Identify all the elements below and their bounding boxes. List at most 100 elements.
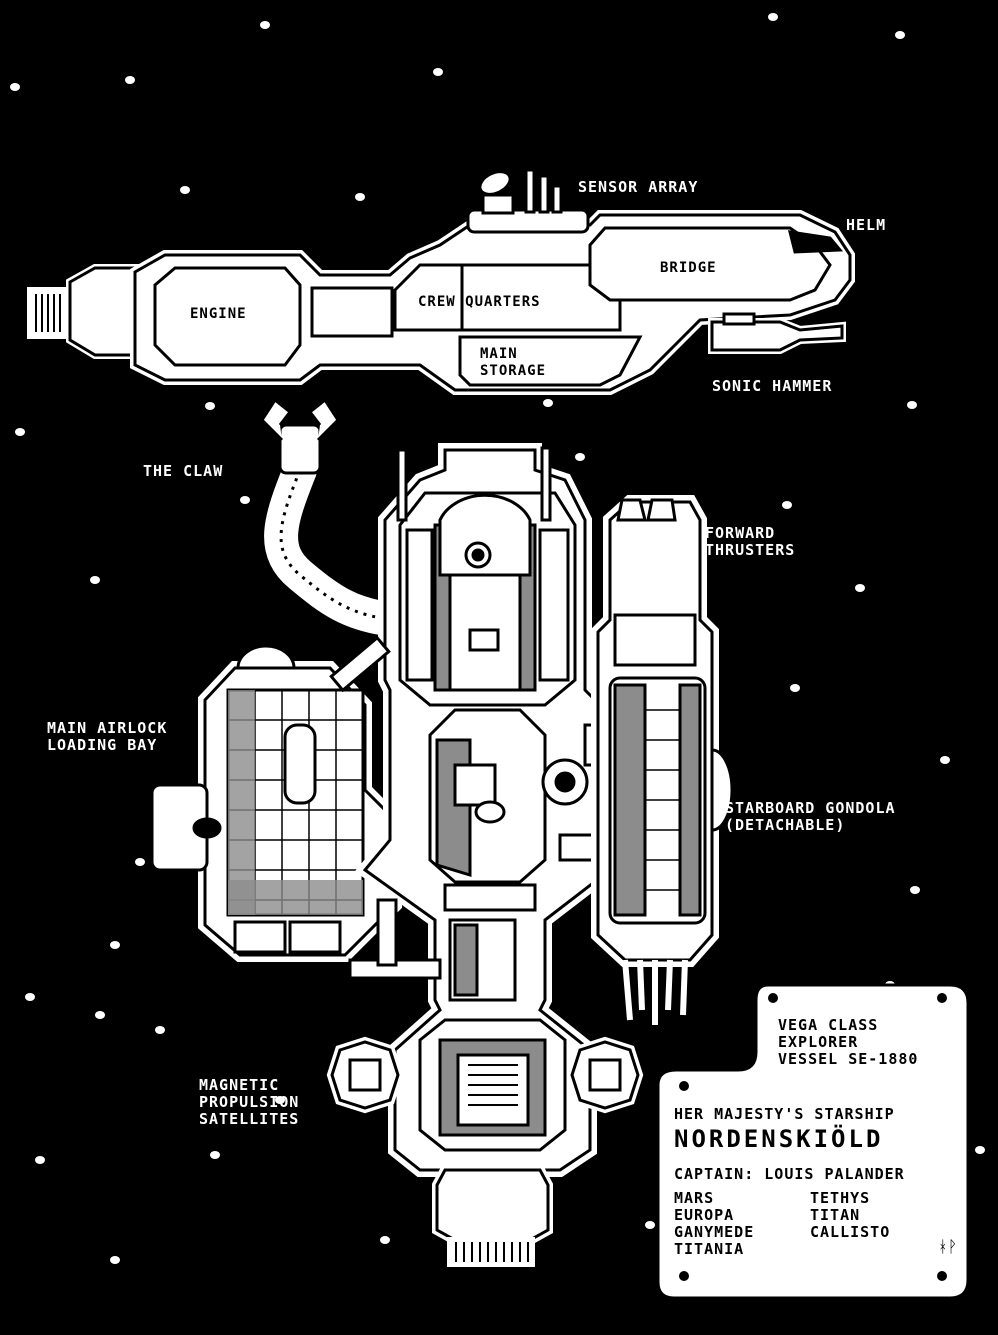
thruster-2	[646, 498, 677, 522]
aft-engine-block	[456, 1053, 530, 1127]
gondola-blister	[710, 748, 734, 832]
docking-ring-center	[554, 771, 576, 793]
label-sonic-hammer: SONIC HAMMER	[712, 377, 833, 395]
card-captain: CAPTAIN: LOUIS PALANDER	[674, 1165, 905, 1183]
star	[645, 1221, 655, 1229]
satellite-starboard-core	[588, 1058, 622, 1092]
room-label-storage: STORAGE	[480, 363, 546, 379]
star	[910, 886, 920, 894]
info-card-panel	[656, 983, 970, 1300]
aft-engine	[435, 1168, 550, 1242]
port-console	[405, 528, 434, 682]
star	[205, 402, 215, 410]
card-prefix: HER MAJESTY'S STARSHIP	[674, 1105, 895, 1123]
star	[575, 453, 585, 461]
sensor-mount	[481, 193, 515, 215]
moon-item: MARS	[674, 1189, 715, 1207]
info-card: VEGA CLASS EXPLORER VESSEL SE-1880 HER M…	[648, 975, 976, 1297]
helm-window	[787, 230, 844, 254]
room-label-bridge: BRIDGE	[660, 260, 717, 276]
helm-wheel-hub	[471, 548, 485, 562]
label-magnetic-line3: SATELLITES	[199, 1110, 300, 1128]
card-ship-name: NORDENSKIÖLD	[674, 1125, 884, 1153]
cargo-canister	[283, 723, 317, 805]
starfield	[10, 13, 985, 1264]
moon-item: EUROPA	[674, 1206, 735, 1224]
star	[855, 584, 865, 592]
gondola-floor-shade-2	[678, 683, 702, 917]
airlock-crate-2	[288, 920, 342, 954]
vertical-strut	[376, 898, 398, 967]
airlock-strut	[329, 635, 391, 693]
star	[90, 576, 100, 584]
engine-connector	[310, 286, 394, 338]
star	[907, 401, 917, 409]
label-magnetic-line2: PROPULSION	[199, 1093, 300, 1111]
airlock-dome	[236, 644, 296, 670]
star	[940, 756, 950, 764]
star	[543, 399, 553, 407]
label-main-airlock-line2: LOADING BAY	[47, 736, 158, 754]
moon-item: TITANIA	[674, 1240, 745, 1258]
star	[110, 941, 120, 949]
bridge-room	[588, 226, 832, 302]
label-forward-thrusters-line2: THRUSTERS	[705, 541, 796, 559]
airlock-porthole	[192, 817, 222, 839]
antenna-starboard	[540, 446, 552, 522]
engineering-shade	[453, 923, 479, 997]
star	[260, 21, 270, 29]
airlock-crate-1	[233, 920, 287, 954]
star	[180, 186, 190, 194]
star	[210, 1151, 220, 1159]
moon-item: TETHYS	[810, 1189, 871, 1207]
star	[275, 1096, 285, 1104]
engineering-hatch	[443, 883, 537, 912]
card-class-line3: VESSEL SE-1880	[778, 1050, 919, 1068]
star	[10, 83, 20, 91]
star	[433, 68, 443, 76]
satellite-port-core	[348, 1058, 382, 1092]
star	[782, 501, 792, 509]
label-magnetic-line1: MAGNETIC	[199, 1076, 280, 1094]
star	[25, 993, 35, 1001]
mid-dish	[474, 800, 506, 824]
claw-head	[278, 423, 322, 475]
sonic-hammer-mount	[722, 312, 756, 326]
star	[355, 193, 365, 201]
label-helm: HELM	[846, 216, 887, 234]
thruster-housing	[613, 613, 697, 667]
room-label-crew-quarters: CREW QUARTERS	[418, 294, 541, 310]
star	[15, 428, 25, 436]
card-class-line2: EXPLORER	[778, 1033, 859, 1051]
sensor-mast-2	[538, 174, 550, 214]
info-card-rivets	[679, 993, 947, 1281]
star	[135, 858, 145, 866]
top-view-ship	[150, 397, 734, 1267]
card-moon-list: MARS TETHYS EUROPA TITAN GANYMEDE CALLIS…	[674, 1190, 940, 1258]
moon-item: TITAN	[810, 1206, 861, 1224]
room-label-main: MAIN	[480, 346, 518, 362]
star	[790, 684, 800, 692]
sonic-hammer	[710, 320, 844, 352]
cockpit-dome	[438, 493, 532, 577]
moon-item: GANYMEDE	[674, 1223, 755, 1241]
star	[110, 1256, 120, 1264]
moon-item: CALLISTO	[810, 1223, 891, 1241]
star	[768, 13, 778, 21]
star	[895, 31, 905, 39]
star	[155, 1026, 165, 1034]
claw-finger-right	[307, 397, 340, 442]
star	[35, 1156, 45, 1164]
star	[380, 1236, 390, 1244]
antenna-port	[396, 448, 408, 522]
artist-signature: ᚼᚹ	[938, 1237, 958, 1256]
thruster-1	[616, 498, 647, 522]
star	[240, 496, 250, 504]
label-the-claw: THE CLAW	[143, 462, 224, 480]
sensor-mast-1	[524, 168, 536, 214]
star	[95, 1011, 105, 1019]
label-sensor-array: SENSOR ARRAY	[578, 178, 699, 196]
mid-console	[453, 763, 497, 807]
mid-floor-shade	[435, 738, 472, 878]
